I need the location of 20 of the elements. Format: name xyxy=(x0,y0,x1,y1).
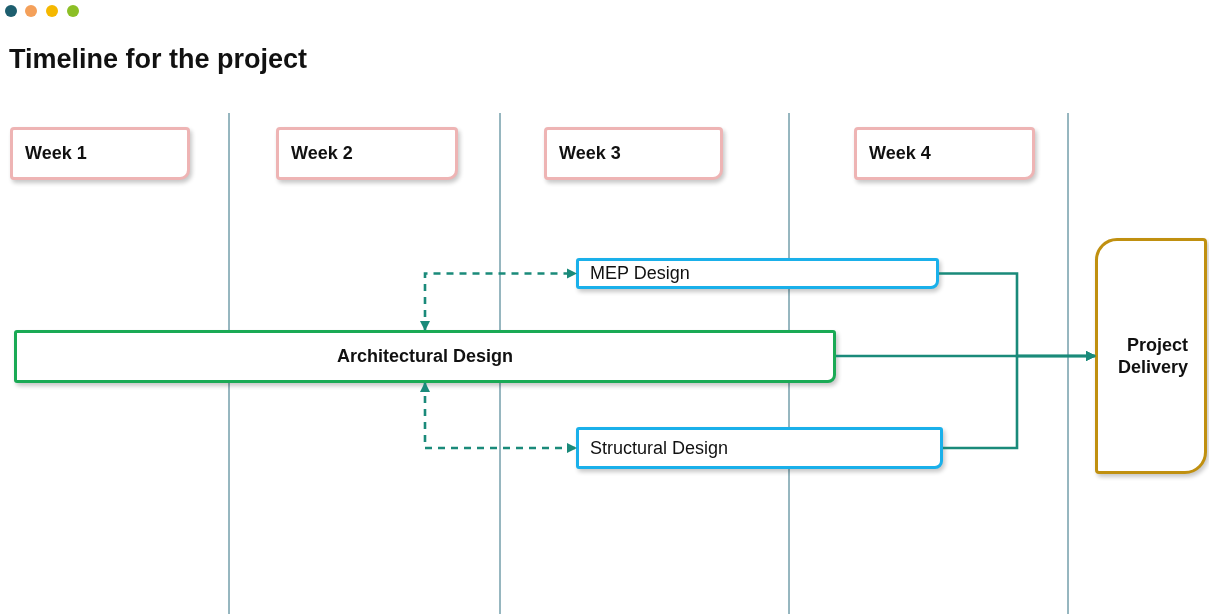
week-box xyxy=(544,127,723,180)
node-label: Week 1 xyxy=(25,142,87,165)
delivery-box xyxy=(1095,238,1207,474)
title: Timeline for the project xyxy=(9,44,308,75)
dashed-arrow xyxy=(419,268,578,332)
node-label: Project Delivery xyxy=(1116,333,1188,379)
node-label: Week 3 xyxy=(559,142,621,165)
week-box xyxy=(276,127,458,180)
node-label: MEP Design xyxy=(590,262,690,285)
arrow xyxy=(943,350,1097,450)
dashed-arrow xyxy=(419,381,578,454)
task-box xyxy=(576,427,943,469)
node-label: Week 2 xyxy=(291,142,353,165)
week-box xyxy=(10,127,190,180)
week-box xyxy=(854,127,1035,180)
node-label: Week 4 xyxy=(869,142,931,165)
node-label: Structural Design xyxy=(590,436,729,460)
task-bar xyxy=(14,330,836,383)
node-label: Architectural Design xyxy=(336,345,513,368)
task-box xyxy=(576,258,939,289)
